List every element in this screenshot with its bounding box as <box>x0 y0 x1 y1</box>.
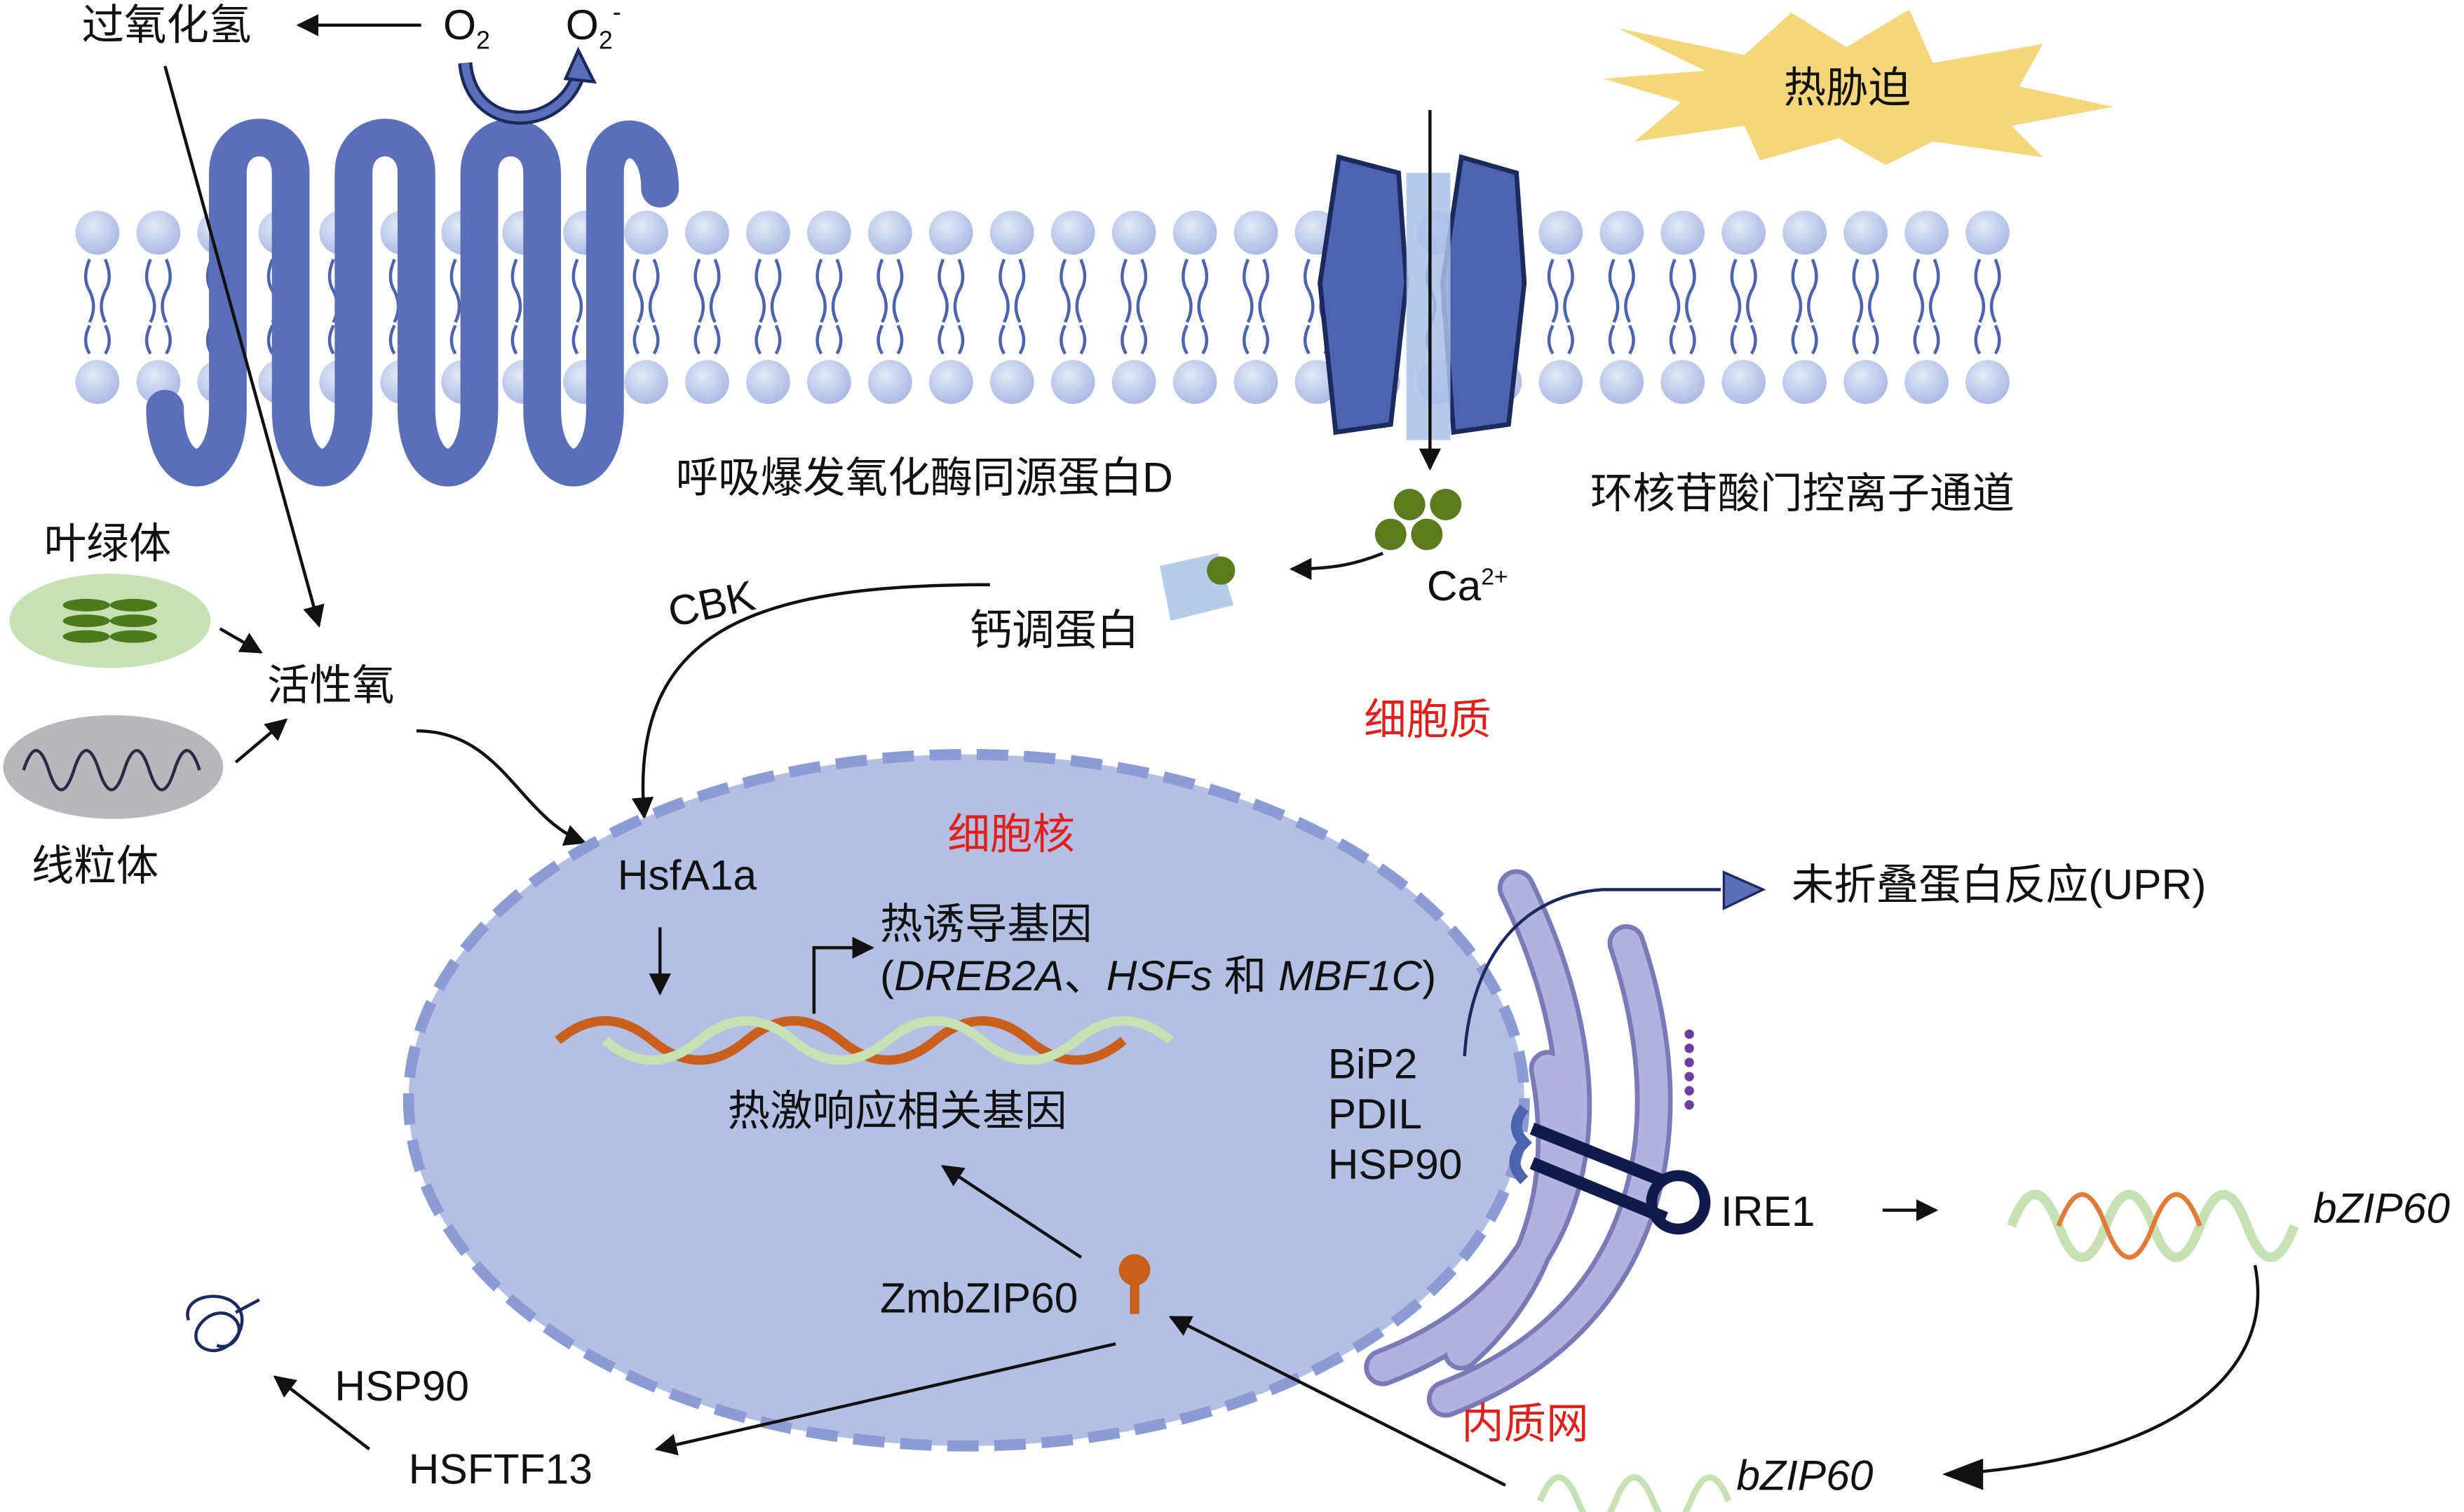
h2o2-label: 过氧化氢 <box>82 1 252 48</box>
chloroplast-label: 叶绿体 <box>44 520 172 567</box>
calcium-label: Ca2+ <box>1427 562 1508 609</box>
mitochondria-label: 线粒体 <box>32 842 159 889</box>
hsftf13-label: HSFTF13 <box>409 1445 593 1493</box>
lipid-head <box>75 360 120 404</box>
lipid-head <box>746 210 790 255</box>
lipid-head <box>1843 360 1888 404</box>
ire1-protein <box>1509 1104 1711 1235</box>
lipid-head <box>928 210 973 255</box>
heat-response-genes-label: 热激响应相关基因 <box>728 1087 1067 1135</box>
calcium-ions <box>1374 489 1462 551</box>
lipid-head <box>685 360 729 404</box>
lipid-head <box>75 210 120 255</box>
ire1-label: IRE1 <box>1721 1187 1815 1235</box>
lipid-head <box>1660 360 1705 404</box>
hsfa1a-label: HsfA1a <box>618 851 757 898</box>
lipid-head <box>1172 360 1217 404</box>
lipid-head <box>1965 210 2010 255</box>
dna-helix <box>555 1016 1174 1065</box>
heat-stress-burst <box>1602 9 2114 166</box>
o2-conversion-arrow <box>458 62 585 125</box>
lipid-head <box>1050 360 1095 404</box>
mitochondria-icon <box>3 715 224 819</box>
lipid-head <box>1843 210 1888 255</box>
lipid-head <box>1050 210 1095 255</box>
lipid-head <box>1782 210 1827 255</box>
lipid-head <box>624 360 668 404</box>
lipid-head <box>1904 210 1949 255</box>
heat-induced-genes-label: 热诱导基因 <box>880 900 1092 947</box>
superoxide-label: O2- <box>566 0 621 55</box>
lipid-head <box>136 210 181 255</box>
lipid-head <box>1721 360 1766 404</box>
calmodulin-label: 钙调蛋白 <box>970 606 1139 654</box>
ros-label: 活性氧 <box>267 661 395 708</box>
lipid-head <box>1660 210 1705 255</box>
zmbzip60-label: ZmbZIP60 <box>880 1274 1078 1321</box>
hsp90-er-label: HSP90 <box>1328 1140 1463 1188</box>
cngc-channel <box>1318 154 1527 440</box>
cytoplasm-label: 细胞质 <box>1364 696 1491 743</box>
h2o2-to-ros-arrow <box>163 65 325 628</box>
nucleus-label: 细胞核 <box>947 810 1075 858</box>
bzip60-spliced-label: bZIP60 <box>2313 1184 2450 1232</box>
lipid-head <box>807 360 851 404</box>
lipid-head <box>1965 360 2010 404</box>
unfolded-protein-icon <box>186 1295 260 1352</box>
zmbzip60-protein <box>1118 1254 1151 1314</box>
lipid-head <box>1904 360 1949 404</box>
lipid-head <box>989 210 1034 255</box>
lipid-head <box>867 210 912 255</box>
o2-label: O2 <box>443 1 490 54</box>
lipid-head <box>1599 360 1644 404</box>
rbohd-label: 呼吸爆发氧化酶同源蛋白D <box>676 454 1173 501</box>
lipid-head <box>624 210 668 255</box>
lipid-head <box>1111 360 1156 404</box>
heat-stress-label: 热胁迫 <box>1784 64 1911 112</box>
lipid-head <box>1538 360 1583 404</box>
lipid-head <box>746 360 790 404</box>
pdil-label: PDIL <box>1328 1090 1423 1138</box>
heat-induced-gene-list: (DREB2A、HSFs 和 MBF1C) <box>880 952 1436 999</box>
lipid-head <box>867 360 912 404</box>
lipid-head <box>1782 360 1827 404</box>
cngc-label: 环核苷酸门控离子通道 <box>1590 469 2015 517</box>
lipid-head <box>1111 210 1156 255</box>
lipid-head <box>1172 210 1217 255</box>
upr-arrowhead <box>1722 870 1766 911</box>
lipid-head <box>989 360 1034 404</box>
bzip60-unspliced-label: bZIP60 <box>1736 1452 1873 1499</box>
rbohd-protein <box>146 119 679 487</box>
unspliced-bzip60-mrna <box>1537 1474 1732 1512</box>
hsp90-label: HSP90 <box>334 1362 469 1410</box>
cbk-label: CBK <box>664 571 759 635</box>
bip2-label: BiP2 <box>1328 1039 1418 1087</box>
lipid-head <box>1538 210 1583 255</box>
lipid-head <box>1721 210 1766 255</box>
lipid-head <box>685 210 729 255</box>
er-label: 内质网 <box>1461 1400 1588 1447</box>
lipid-head <box>1233 210 1278 255</box>
upr-label: 未折叠蛋白反应(UPR) <box>1792 860 2207 908</box>
lipid-head <box>1599 210 1644 255</box>
lipid-head <box>928 360 973 404</box>
lipid-head <box>807 210 851 255</box>
nucleus <box>402 748 1530 1452</box>
lipid-head <box>1233 360 1278 404</box>
